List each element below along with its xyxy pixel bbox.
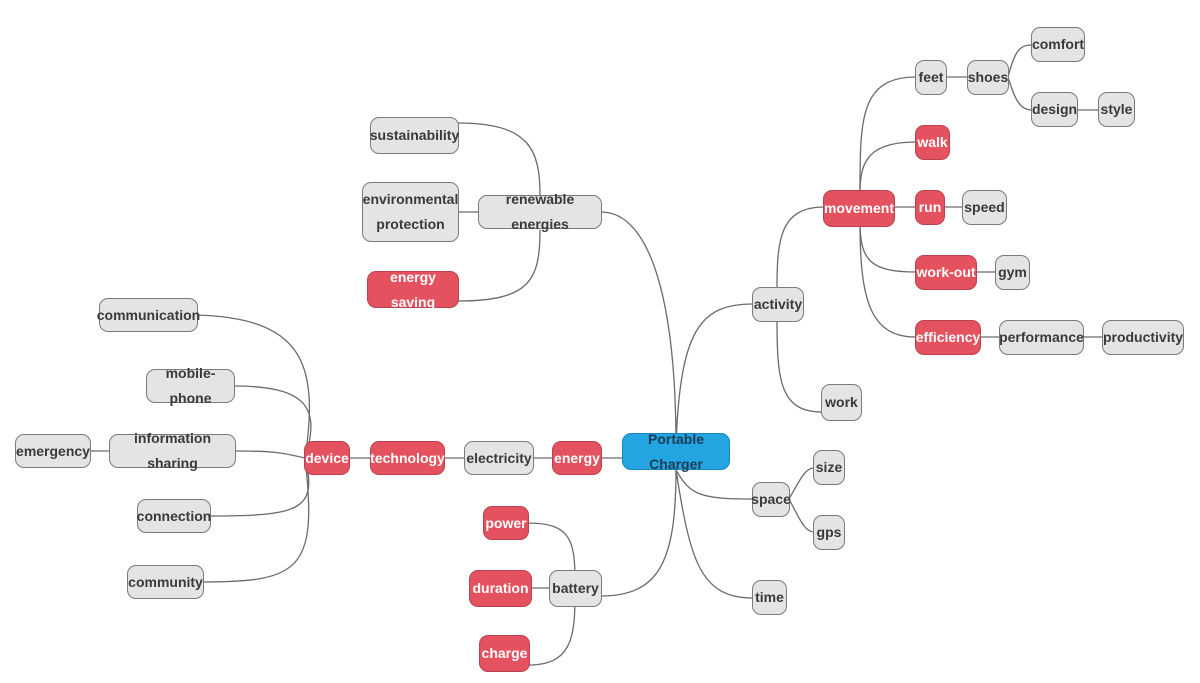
node-movement[interactable]: movement xyxy=(823,190,895,227)
node-design[interactable]: design xyxy=(1031,92,1078,127)
node-space[interactable]: space xyxy=(751,482,791,517)
node-gps[interactable]: gps xyxy=(813,515,845,550)
node-duration[interactable]: duration xyxy=(469,570,532,607)
node-comfort[interactable]: comfort xyxy=(1031,27,1085,62)
node-technology[interactable]: technology xyxy=(370,441,445,475)
node-renewable-energies[interactable]: renewable energies xyxy=(478,191,602,232)
node-performance[interactable]: performance xyxy=(999,320,1084,355)
node-mobile-phone[interactable]: mobile-phone xyxy=(146,365,235,406)
node-sustainability[interactable]: sustainability xyxy=(370,117,459,154)
node-work[interactable]: work xyxy=(821,384,862,421)
node-feet[interactable]: feet xyxy=(915,60,947,95)
node-shoes[interactable]: shoes xyxy=(967,60,1009,95)
node-activity[interactable]: activity xyxy=(752,287,804,322)
node-emergency[interactable]: emergency xyxy=(15,434,91,468)
node-environmental-protection[interactable]: environmental protection xyxy=(362,182,459,242)
node-efficiency[interactable]: efficiency xyxy=(915,320,981,355)
node-energy[interactable]: energy xyxy=(552,441,602,475)
node-charge[interactable]: charge xyxy=(479,635,530,672)
node-energy-saving[interactable]: energy saving xyxy=(367,269,459,310)
node-run[interactable]: run xyxy=(915,190,945,225)
node-work-out[interactable]: work-out xyxy=(915,255,977,290)
node-speed[interactable]: speed xyxy=(962,190,1007,225)
node-community[interactable]: community xyxy=(127,565,204,599)
node-walk[interactable]: walk xyxy=(915,125,950,160)
root-node-portable-charger[interactable]: Portable Charger xyxy=(622,431,730,472)
node-size[interactable]: size xyxy=(813,450,845,485)
node-time[interactable]: time xyxy=(752,580,787,615)
node-device[interactable]: device xyxy=(304,441,350,475)
node-information-sharing[interactable]: information sharing xyxy=(109,430,236,471)
node-connection[interactable]: connection xyxy=(137,499,211,533)
node-productivity[interactable]: productivity xyxy=(1102,320,1184,355)
node-battery[interactable]: battery xyxy=(549,570,602,607)
node-style[interactable]: style xyxy=(1098,92,1135,127)
node-communication[interactable]: communication xyxy=(97,298,200,332)
node-power[interactable]: power xyxy=(483,506,529,540)
node-gym[interactable]: gym xyxy=(995,255,1030,290)
node-electricity[interactable]: electricity xyxy=(464,441,534,475)
